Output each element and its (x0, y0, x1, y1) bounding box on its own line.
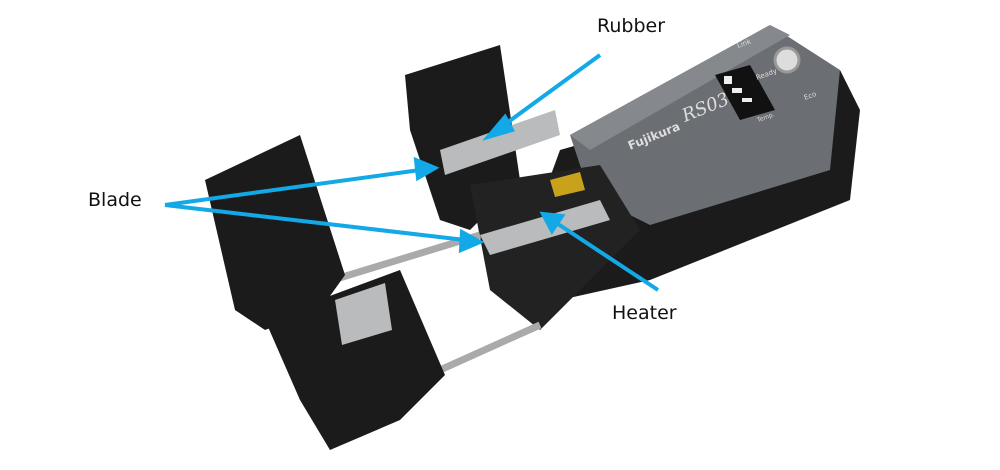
heater-plate (480, 200, 610, 255)
rubber-pad (440, 110, 560, 175)
indicator-eco: Eco (803, 90, 818, 102)
rubber-arrowhead (482, 113, 515, 141)
callout-arrows (164, 53, 660, 292)
power-button (773, 46, 801, 74)
blade-arrowhead-upper (413, 156, 440, 182)
fiber-holder (265, 270, 445, 450)
heater-label: Heater (612, 302, 677, 324)
rubber-label: Rubber (597, 15, 666, 37)
blade-arrow-lower (164, 203, 466, 242)
rubber-arrow (498, 53, 602, 130)
guide-rod (438, 321, 542, 374)
heater-arrowhead (539, 211, 566, 235)
gray-cover (570, 25, 840, 225)
blade-arrowhead-lower (458, 228, 485, 254)
blade-arrow-upper (164, 168, 421, 207)
blade-label: Blade (88, 189, 142, 211)
heater-arrow (553, 220, 660, 292)
